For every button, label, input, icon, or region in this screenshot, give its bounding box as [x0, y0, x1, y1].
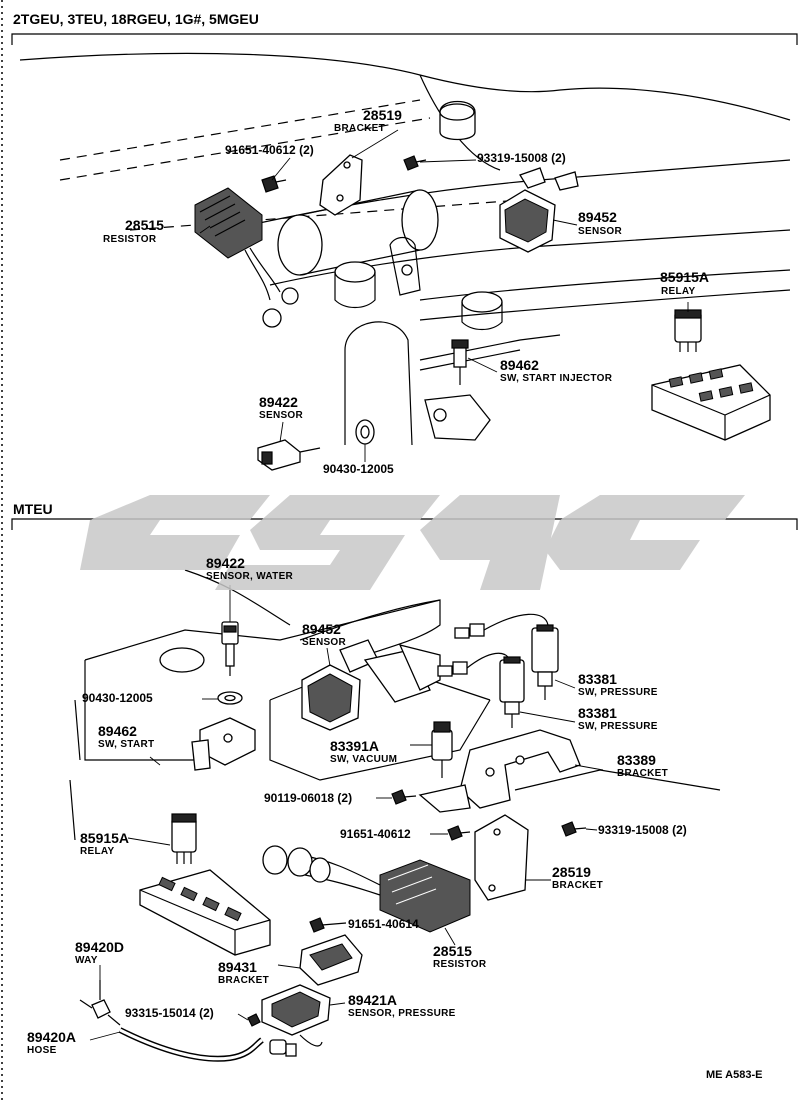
- bottom-label-90430: 90430-12005: [82, 691, 153, 705]
- top-label-93319: 93319-15008 (2): [477, 151, 566, 165]
- top-label-28515-desc: RESISTOR: [103, 234, 157, 245]
- top-label-90430: 90430-12005: [323, 462, 394, 476]
- bottom-label-83391a-num: 83391A: [330, 738, 380, 754]
- bottom-way-89420d: [79, 980, 121, 1026]
- bottom-label-28519-desc: BRACKET: [552, 880, 603, 891]
- top-section-title: 2TGEU, 3TEU, 18RGEU, 1G#, 5MGEU: [13, 11, 259, 27]
- bottom-connectors: [437, 613, 549, 677]
- bottom-label-89462-num: 89462: [98, 723, 137, 739]
- bottom-label-83381a-desc: SW, PRESSURE: [578, 687, 658, 698]
- top-label-89452-num: 89452: [578, 209, 617, 225]
- top-bolt-93319: [403, 155, 427, 171]
- bottom-label-89431-desc: BRACKET: [218, 975, 269, 986]
- top-label-89462-num: 89462: [500, 357, 539, 373]
- bottom-label-89452-num: 89452: [302, 621, 341, 637]
- bottom-label-91651-40612: 91651-40612: [340, 827, 411, 841]
- top-sensor-89452: [499, 167, 579, 253]
- figure-code: ME A583-E: [706, 1069, 763, 1081]
- bottom-bracket-83389: [418, 729, 581, 813]
- top-label-85915a-num: 85915A: [660, 269, 710, 285]
- watermark-logo: [80, 495, 745, 590]
- top-label-89452-desc: SENSOR: [578, 226, 623, 237]
- bottom-label-89421a-num: 89421A: [348, 992, 398, 1008]
- top-label-89422-num: 89422: [259, 394, 298, 410]
- bottom-label-89420d-num: 89420D: [75, 939, 125, 955]
- bottom-sensor-89422: [221, 621, 239, 676]
- bottom-resistor-28515: [262, 845, 471, 933]
- bottom-section-title: MTEU: [13, 501, 53, 517]
- top-label-91651: 91651-40612 (2): [225, 143, 314, 157]
- bottom-pressure-sensor-89421a: [261, 984, 331, 1057]
- bottom-label-28519-num: 28519: [552, 864, 591, 880]
- bottom-leader-lines: [89, 585, 604, 1041]
- bottom-label-83381b-desc: SW, PRESSURE: [578, 721, 658, 732]
- bottom-vacuum-switch-83391a: [431, 721, 453, 778]
- top-relay-block: [651, 364, 771, 441]
- bottom-label-89420a-num: 89420A: [27, 1029, 77, 1045]
- bottom-label-89421a-desc: SENSOR, PRESSURE: [348, 1008, 456, 1019]
- bottom-bolt-91651-40614: [309, 917, 347, 933]
- bottom-label-93319: 93319-15008 (2): [598, 823, 687, 837]
- bottom-label-85915a-desc: RELAY: [80, 846, 115, 857]
- bottom-pressure-switch-1: [531, 624, 559, 700]
- top-label-85915a-desc: RELAY: [661, 286, 696, 297]
- top-engine-outline: [19, 52, 791, 446]
- bottom-label-90119: 90119-06018 (2): [264, 791, 353, 805]
- bottom-bracket-28519: [474, 814, 529, 901]
- top-bolt-91651: [261, 175, 287, 193]
- bottom-label-28515-desc: RESISTOR: [433, 959, 487, 970]
- top-switch-89462: [451, 339, 469, 385]
- top-label-28519-desc: BRACKET: [334, 123, 385, 134]
- bottom-screw-93315: [247, 1013, 261, 1027]
- bottom-label-83391a-desc: SW, VACUUM: [330, 754, 398, 765]
- top-resistor-28515: [194, 187, 299, 328]
- bottom-label-93315: 93315-15014 (2): [125, 1006, 214, 1020]
- top-relay-85915a: [674, 309, 702, 352]
- bottom-washer-90430: [217, 691, 243, 705]
- bottom-label-83381b-num: 83381: [578, 705, 617, 721]
- bottom-label-85915a-num: 85915A: [80, 830, 130, 846]
- bottom-engine-outline: [69, 569, 721, 841]
- top-bracket-28519: [319, 154, 363, 216]
- bottom-label-83389-num: 83389: [617, 752, 656, 768]
- bottom-label-91651-40614: 91651-40614: [348, 917, 419, 931]
- bottom-sensor-89452: [301, 639, 441, 731]
- bottom-bolt-93319: [561, 821, 587, 837]
- top-label-28519-num: 28519: [363, 107, 402, 123]
- bottom-label-89462-desc: SW, START: [98, 739, 155, 750]
- bottom-bolt-90119: [391, 789, 417, 805]
- top-label-89462-desc: SW, START INJECTOR: [500, 373, 613, 384]
- bottom-label-89452-desc: SENSOR: [302, 637, 347, 648]
- top-label-89422-desc: SENSOR: [259, 410, 304, 421]
- bottom-label-83381a-num: 83381: [578, 671, 617, 687]
- top-section-frame: [11, 33, 798, 45]
- bottom-label-28515-num: 28515: [433, 943, 472, 959]
- bottom-bracket-89431: [299, 934, 363, 986]
- top-leader-lines: [199, 129, 689, 462]
- bottom-label-89422-desc: SENSOR, WATER: [206, 571, 294, 582]
- bottom-label-89431-num: 89431: [218, 959, 257, 975]
- bottom-pressure-switch-2: [499, 656, 525, 728]
- top-label-28515-num: 28515: [125, 217, 164, 233]
- bottom-relay-85915a: [171, 813, 197, 864]
- bottom-label-89422-num: 89422: [206, 555, 245, 571]
- bottom-label-89420d-desc: WAY: [75, 955, 98, 966]
- bottom-label-89420a-desc: HOSE: [27, 1045, 57, 1056]
- bottom-bolt-91651-40612: [447, 825, 471, 841]
- bottom-label-83389-desc: BRACKET: [617, 768, 668, 779]
- top-sensor-89422: [257, 439, 321, 471]
- bottom-relay-block: [139, 869, 271, 956]
